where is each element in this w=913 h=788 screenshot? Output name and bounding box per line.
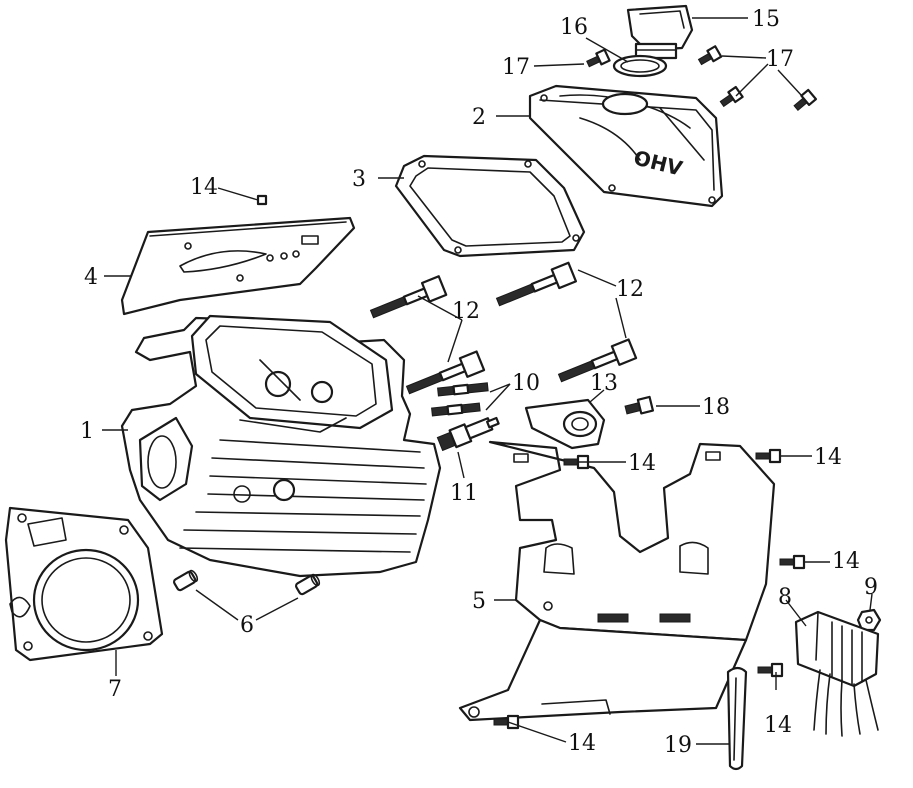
callout-labels: 1 2 3 4 5 6 7 8 9 10 11 12 12 13 14 14 1… — [80, 7, 878, 758]
callout-6: 6 — [240, 613, 254, 638]
part-18-bolt — [624, 395, 655, 415]
callout-14f: 14 — [568, 731, 596, 756]
callout-11: 11 — [450, 481, 478, 506]
callout-3: 3 — [352, 167, 366, 192]
callout-12a: 12 — [452, 299, 480, 324]
part-7-head-gasket — [4, 506, 164, 662]
part-3-valve-cover-gasket — [394, 154, 586, 258]
part-11-spark-plug — [436, 416, 500, 452]
callout-7: 7 — [108, 677, 122, 702]
callout-19: 19 — [664, 733, 692, 758]
part-9-nut — [856, 608, 882, 632]
callout-9: 9 — [864, 575, 878, 600]
callout-15: 15 — [752, 7, 780, 32]
part-14-bolt-top — [256, 194, 268, 206]
callout-14a: 14 — [190, 175, 218, 200]
part-12-head-bolts — [369, 261, 638, 395]
callout-2: 2 — [472, 105, 486, 130]
callout-5: 5 — [472, 589, 486, 614]
part-10-studs — [431, 382, 489, 417]
callout-1: 1 — [80, 419, 94, 444]
part-5-mounting-bracket — [458, 440, 776, 722]
part-6-dowel-pins — [172, 569, 321, 596]
part-1-cylinder-head — [120, 314, 442, 578]
callout-8: 8 — [778, 585, 792, 610]
leader-lines — [102, 17, 873, 745]
callout-18: 18 — [702, 395, 730, 420]
callout-14b: 14 — [628, 451, 656, 476]
part-19-dipstick — [726, 666, 748, 771]
callout-10: 10 — [512, 371, 540, 396]
callout-16: 16 — [560, 15, 588, 40]
part-13-breather-plate — [524, 398, 606, 450]
callout-13: 13 — [590, 371, 618, 396]
callout-4: 4 — [84, 265, 98, 290]
callout-17b: 17 — [766, 47, 794, 72]
callout-14d: 14 — [832, 549, 860, 574]
part-2-valve-cover: OHV — [528, 84, 724, 208]
callout-12b: 12 — [616, 277, 644, 302]
callout-14c: 14 — [814, 445, 842, 470]
callout-17a: 17 — [502, 55, 530, 80]
part-4-head-shroud-plate — [120, 216, 356, 316]
part-8-rectifier-regulator — [794, 610, 880, 737]
callout-14e: 14 — [764, 713, 792, 738]
part-15-oil-filler-cap — [626, 4, 694, 60]
